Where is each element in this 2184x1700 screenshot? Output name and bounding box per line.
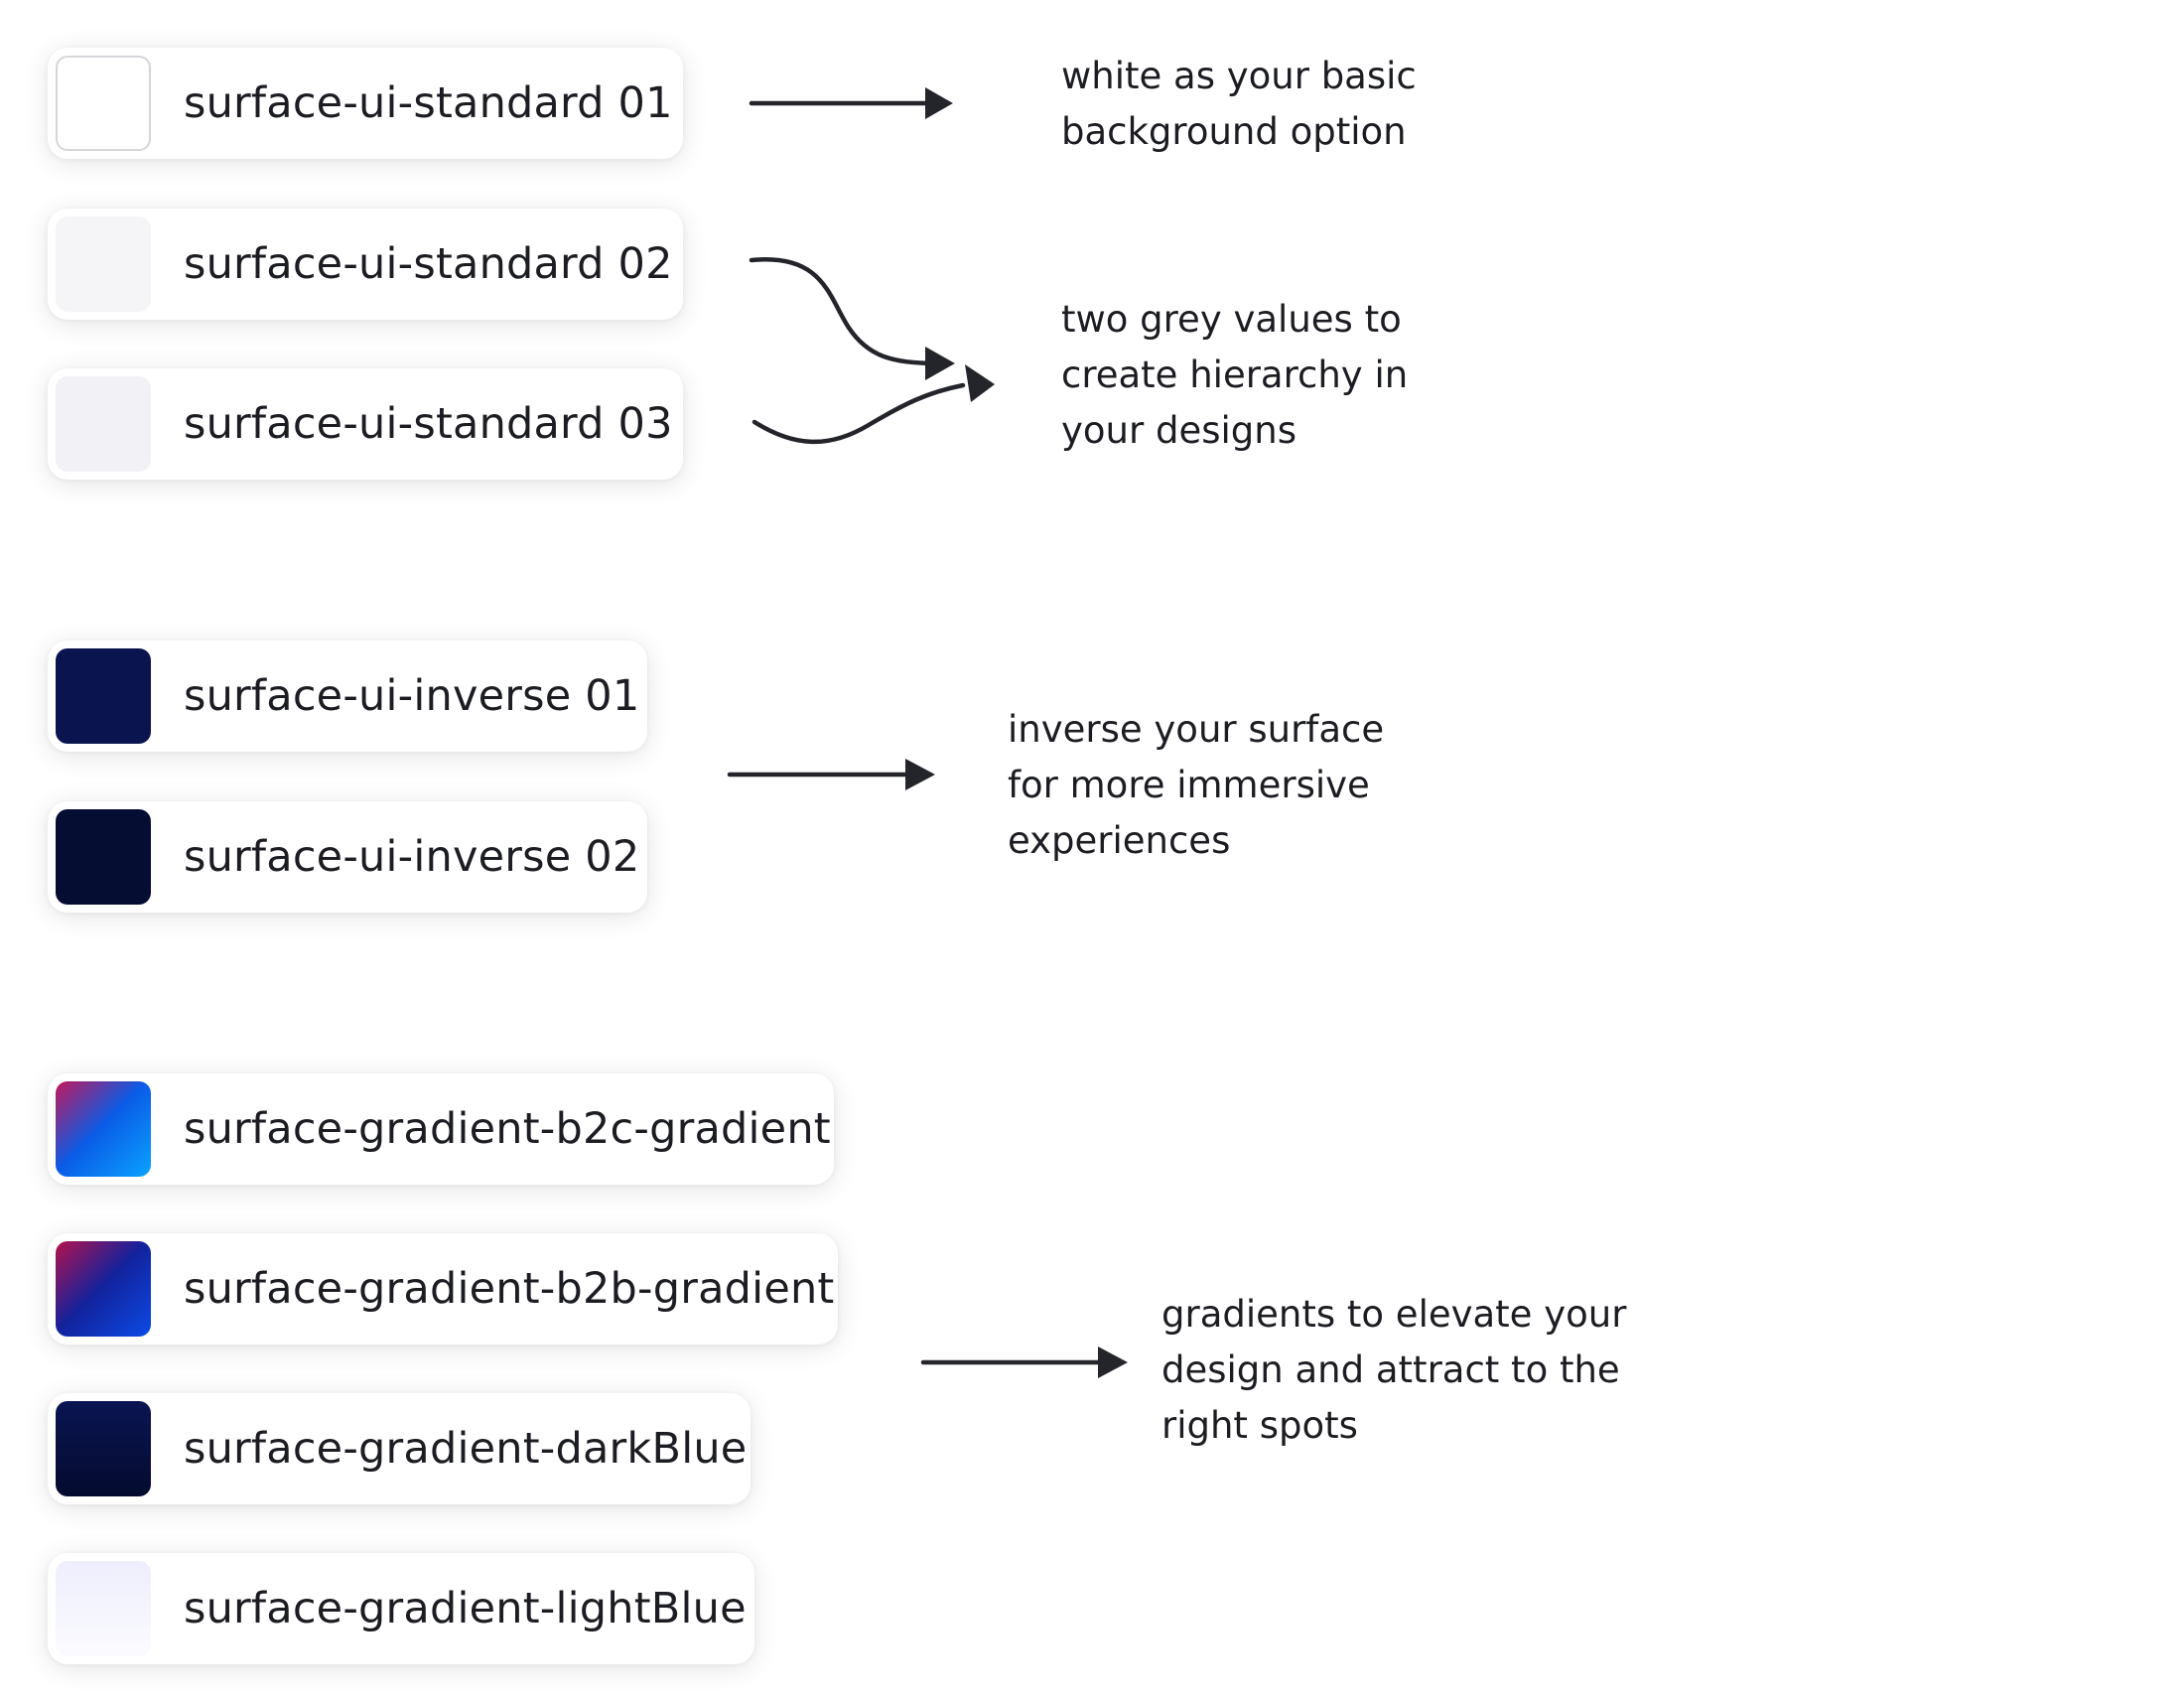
token-chip-standard-01: surface-ui-standard 01 [48, 48, 683, 159]
token-chip-standard-02: surface-ui-standard 02 [48, 209, 683, 320]
color-swatch [56, 648, 151, 744]
token-chip-standard-03: surface-ui-standard 03 [48, 368, 683, 480]
arrow-grey-upper-line [749, 257, 936, 366]
arrow-grey-lower-line [751, 382, 966, 445]
token-label: surface-gradient-lightBlue [184, 1584, 747, 1633]
arrow-inverse-head [905, 759, 935, 790]
token-chip-gradient-lightblue: surface-gradient-lightBlue [48, 1553, 754, 1664]
arrow-grey-upper-head [925, 347, 955, 380]
token-chip-gradient-b2b: surface-gradient-b2b-gradient [48, 1233, 838, 1345]
token-label: surface-ui-standard 03 [184, 399, 673, 449]
token-label: surface-ui-inverse 02 [184, 832, 640, 882]
gradient-swatch [56, 1081, 151, 1177]
arrow-white-head [925, 87, 953, 119]
note-white-background: white as your basic background option [1061, 49, 1417, 160]
note-line: two grey values to [1061, 298, 1402, 341]
note-line: your designs [1061, 409, 1297, 452]
token-chip-inverse-02: surface-ui-inverse 02 [48, 801, 647, 913]
note-gradients: gradients to elevate your design and att… [1161, 1287, 1626, 1454]
note-line: background option [1061, 110, 1407, 153]
arrow-grey-lower-head [965, 364, 995, 402]
note-line: experiences [1008, 819, 1231, 862]
token-label: surface-gradient-b2c-gradient [184, 1104, 831, 1154]
token-chip-gradient-b2c: surface-gradient-b2c-gradient [48, 1073, 834, 1185]
gradient-swatch [56, 1401, 151, 1496]
note-line: design and attract to the [1161, 1348, 1620, 1391]
token-label: surface-ui-standard 02 [184, 239, 673, 289]
color-swatch [56, 376, 151, 472]
note-grey-hierarchy: two grey values to create hierarchy in y… [1061, 292, 1408, 459]
gradient-swatch [56, 1561, 151, 1656]
token-label: surface-gradient-darkBlue [184, 1424, 748, 1474]
token-chip-inverse-01: surface-ui-inverse 01 [48, 640, 647, 752]
token-chip-gradient-darkblue: surface-gradient-darkBlue [48, 1393, 751, 1504]
token-label: surface-ui-inverse 01 [184, 671, 640, 721]
gradient-swatch [56, 1241, 151, 1337]
color-swatch [56, 809, 151, 905]
token-label: surface-gradient-b2b-gradient [184, 1264, 835, 1314]
note-line: inverse your surface [1008, 708, 1385, 751]
color-swatch [56, 56, 151, 151]
token-label: surface-ui-standard 01 [184, 78, 673, 128]
note-line: right spots [1161, 1404, 1358, 1447]
note-inverse-surface: inverse your surface for more immersive … [1008, 702, 1384, 869]
note-line: white as your basic [1061, 55, 1417, 97]
note-line: gradients to elevate your [1161, 1293, 1627, 1336]
note-line: create hierarchy in [1061, 354, 1409, 396]
arrow-gradients-head [1098, 1346, 1128, 1378]
note-line: for more immersive [1008, 764, 1370, 806]
color-swatch [56, 216, 151, 312]
